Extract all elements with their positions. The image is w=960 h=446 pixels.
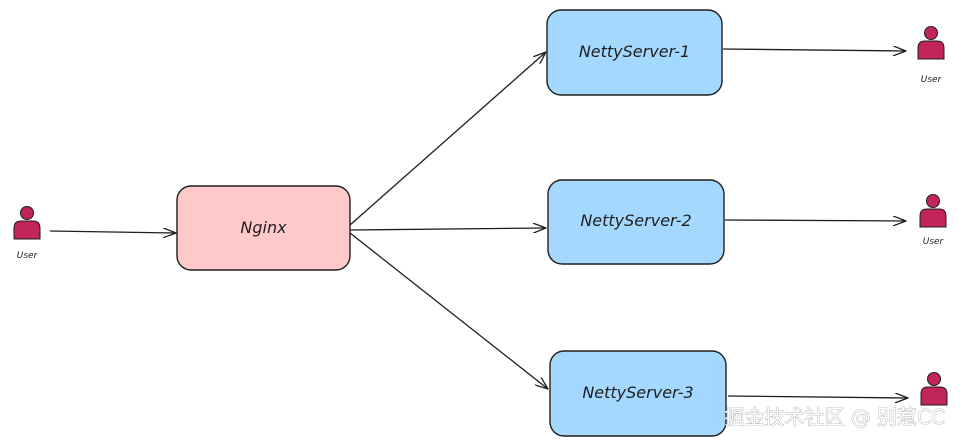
user-icon [919,194,947,228]
server1-box [546,9,723,96]
server1-node: NettyServer-1 [546,9,723,96]
user-out2: User [919,194,947,247]
server2-box [547,179,725,265]
arrow-server1-to-user [722,49,906,51]
arrow-user-to-nginx [49,231,176,233]
arrow-server2-to-user [724,220,906,221]
arrow-nginx-to-server3 [349,232,548,389]
arrow-nginx-to-server2 [349,228,546,230]
server3-box [549,350,727,437]
server1-label: NettyServer-1 [579,42,690,61]
user-out1: User [917,26,945,85]
arrow-nginx-to-server1 [349,52,546,226]
nginx-box [176,185,351,271]
server2-label: NettyServer-2 [580,211,691,230]
user-client-label: User [17,251,39,261]
user-icon [917,26,945,60]
user-out1-label: User [921,75,943,85]
nginx-node: Nginx [176,185,351,271]
server2-node: NettyServer-2 [547,179,725,265]
arrow-server3-to-user [727,396,908,398]
server3-node: NettyServer-3 [549,350,727,437]
connectors [49,49,908,398]
watermark-text: 掘金技术社区 @ 别惹CC [724,405,945,429]
nginx-label: Nginx [240,218,287,237]
user-out3 [920,372,948,406]
user-icon [13,206,41,240]
server3-label: NettyServer-3 [582,383,693,402]
user-client: User [13,206,41,261]
user-icon [920,372,948,406]
user-out2-label: User [923,237,945,247]
